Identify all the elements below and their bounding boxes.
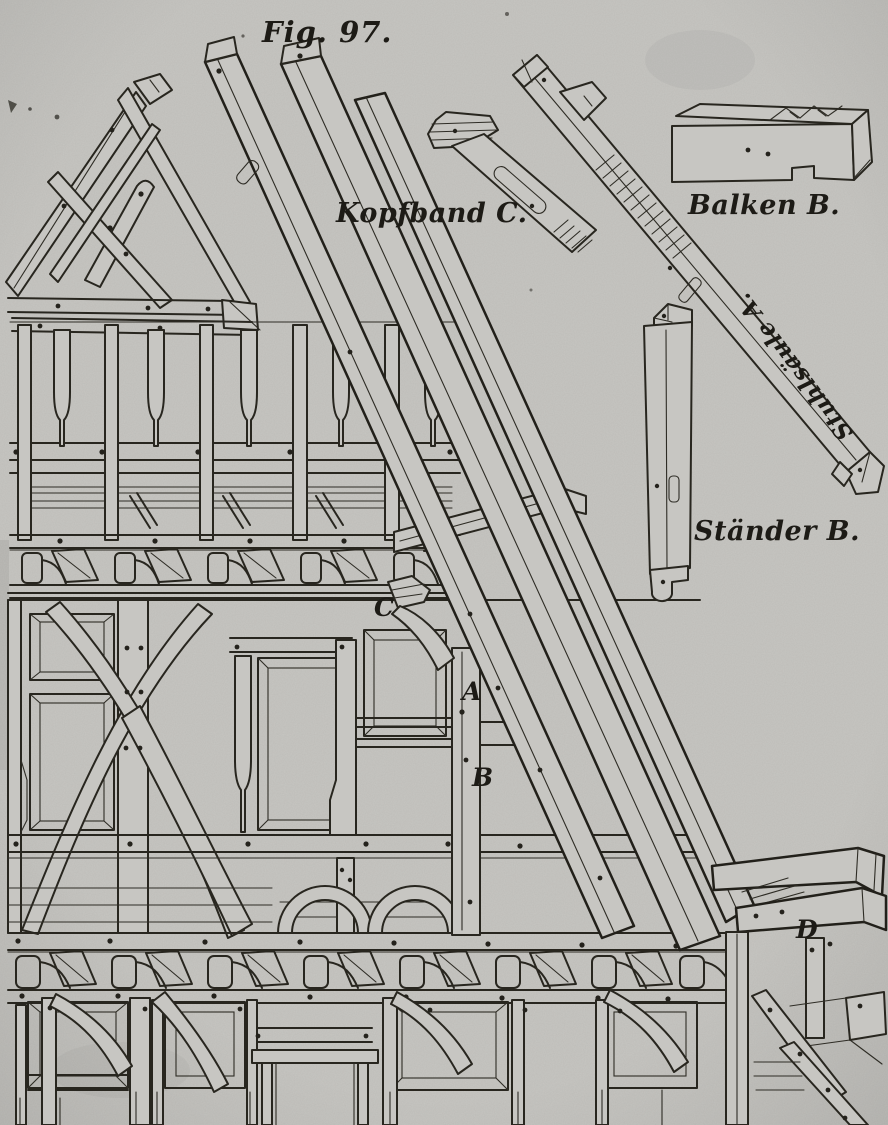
label-part-c: C bbox=[374, 593, 394, 622]
middle-wall bbox=[7, 592, 741, 951]
age-specks bbox=[8, 12, 533, 292]
label-part-b: B bbox=[471, 763, 493, 792]
figure-caption: Fig. 97. bbox=[261, 15, 393, 49]
corner-jetty bbox=[710, 846, 888, 1125]
label-part-a: A bbox=[460, 677, 481, 706]
label-part-d: D bbox=[795, 915, 818, 944]
label-balken: Balken B. bbox=[687, 190, 840, 221]
piece-kopfband bbox=[427, 111, 597, 253]
piece-balken bbox=[671, 103, 873, 183]
label-staender: Ständer B. bbox=[694, 516, 860, 547]
piece-stuhlsaeule bbox=[512, 54, 885, 495]
ground-wall bbox=[15, 989, 698, 1125]
piece-staender bbox=[643, 303, 693, 602]
roof-rafters bbox=[203, 36, 756, 952]
label-kopfband: Kopfband C. bbox=[335, 198, 528, 229]
